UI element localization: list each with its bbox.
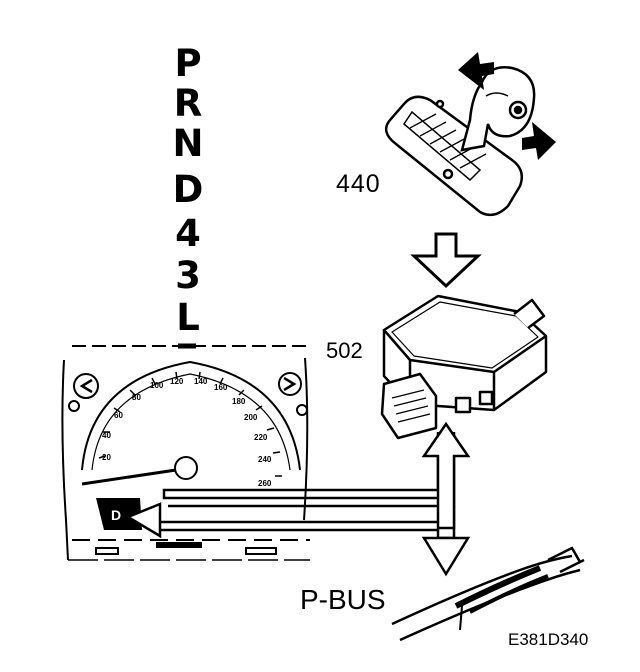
tick-label-20: 20 xyxy=(102,453,111,462)
gear-letter-n: N xyxy=(172,122,204,165)
tick-label-40: 40 xyxy=(102,431,111,440)
control-module xyxy=(380,294,548,440)
p-bus-cable xyxy=(391,546,585,642)
gear-display: D xyxy=(96,498,142,530)
tick-label-160: 160 xyxy=(214,383,228,392)
gear-letter-p: P xyxy=(174,42,202,85)
signal-arrows xyxy=(125,421,471,577)
gear-letter-3: 3 xyxy=(175,254,201,297)
tick-label-180: 180 xyxy=(232,397,246,406)
tick-label-120: 120 xyxy=(170,377,184,386)
shifter-label: 440 xyxy=(336,170,381,198)
tick-label-140: 140 xyxy=(194,377,208,386)
gear-letter-4: 4 xyxy=(175,212,201,255)
down-arrow xyxy=(410,232,482,289)
gear-shifter xyxy=(384,66,536,217)
tick-label-80: 80 xyxy=(132,393,141,402)
gear-letter-l: L xyxy=(176,296,200,339)
figure-code-label: E381D340 xyxy=(508,630,589,649)
gear-display-text: D xyxy=(111,507,121,523)
speed-tick-labels: 20 40 60 80 100 120 140 160 180 200 220 … xyxy=(102,377,272,488)
gear-letter-d: D xyxy=(172,168,204,211)
tick-label-240: 240 xyxy=(258,455,272,464)
tick-label-200: 200 xyxy=(244,413,258,422)
speed-ticks xyxy=(98,371,282,477)
bus-label: P-BUS xyxy=(300,584,386,615)
module-label: 502 xyxy=(326,338,363,363)
tick-label-60: 60 xyxy=(114,411,123,420)
gear-letter-r: R xyxy=(173,82,203,125)
tick-label-220: 220 xyxy=(254,433,268,442)
tick-label-100: 100 xyxy=(150,381,164,390)
tick-label-260: 260 xyxy=(258,479,272,488)
instrument-cluster xyxy=(61,343,310,561)
shift-direction-arrows xyxy=(458,52,556,160)
